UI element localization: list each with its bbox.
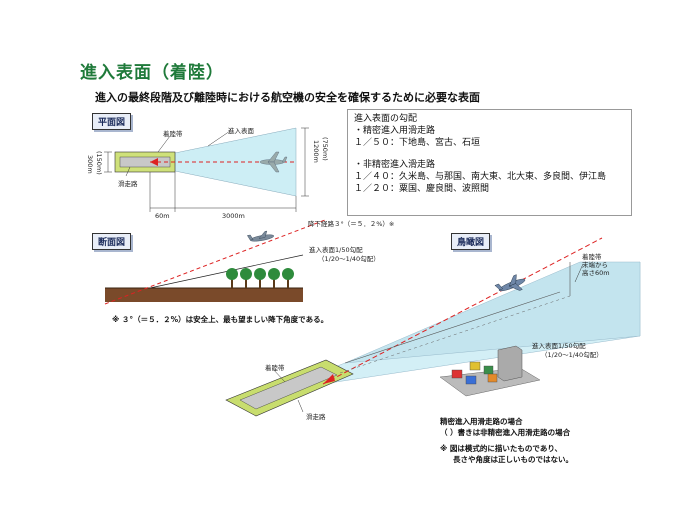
bird-case-line-2: （ ）書きは非精密進入用滑走路の場合 xyxy=(440,428,571,437)
plan-width-left-alt: (150m) xyxy=(95,151,103,175)
gradient-info-box: 進入表面の勾配 ・精密進入用滑走路 １／５０：下地島、宮古、石垣 ・非精密進入滑… xyxy=(347,109,632,216)
info-line-3: １／５０：下地島、宮古、石垣 xyxy=(354,138,481,148)
page-subtitle: 進入の最終段階及び離陸時における航空機の安全を確保するために必要な表面 xyxy=(95,91,480,104)
bird-runway-label: 滑走路 xyxy=(306,413,326,421)
bird-airplane-icon xyxy=(494,274,526,292)
bird-case-line-1: 精密進入用滑走路の場合 xyxy=(440,417,523,426)
bird-gradient-alt: （1/20～1/40勾配） xyxy=(541,351,603,359)
bird-end-label-3: 高さ60m xyxy=(582,269,610,277)
plan-dist-3000: 3000m xyxy=(222,212,245,220)
section-airplane-icon xyxy=(247,230,275,242)
plan-width-right-alt: (750m) xyxy=(321,137,329,161)
plan-runway-label: 滑走路 xyxy=(118,180,138,188)
section-approach-surface-line xyxy=(149,254,304,289)
tag-bird-view: 鳥瞰図 xyxy=(451,233,491,250)
building-icons xyxy=(451,345,523,385)
plan-airplane-icon xyxy=(259,151,288,173)
bird-arrow xyxy=(323,374,335,384)
tree-icons xyxy=(226,268,294,288)
plan-strip-label: 着陸帯 xyxy=(163,130,183,138)
info-line-4: ・非精密進入滑走路 xyxy=(354,160,436,170)
bird-gradient-label: 進入表面1/50勾配 xyxy=(532,342,586,350)
plan-surface-label: 進入表面 xyxy=(228,127,254,135)
info-line-1: 進入表面の勾配 xyxy=(354,114,418,124)
tag-plan-view: 平面図 xyxy=(92,113,132,130)
info-line-2: ・精密進入用滑走路 xyxy=(354,126,436,136)
bird-strip-label: 着陸帯 xyxy=(265,364,285,372)
section-gradient-label: 進入表面1/50勾配 xyxy=(309,246,363,254)
section-gradient-alt: （1/20～1/40勾配） xyxy=(318,255,380,263)
plan-dist-60: 60m xyxy=(155,212,170,220)
page-title: 進入表面（着陸） xyxy=(80,63,224,83)
plan-width-left: 300m xyxy=(86,155,94,174)
section-note: ※ ３°（＝５．２%）は安全上、最も望ましい降下角度である。 xyxy=(112,315,329,324)
section-glide-path xyxy=(104,219,326,305)
plan-arrow xyxy=(150,158,158,166)
bird-end-label-2: 末端から xyxy=(582,261,608,269)
bird-ground-plane xyxy=(92,330,560,500)
plan-runway xyxy=(119,156,171,168)
bird-disclaimer-1: ※ 図は模式的に描いたものであり、 xyxy=(440,444,563,453)
info-line-6: １／２０：粟国、慶良間、波照間 xyxy=(354,184,490,194)
bird-runway xyxy=(239,366,338,410)
plan-width-right: 1200m xyxy=(312,140,320,163)
section-glide-label: 降下経路３°（＝５．２%）※ xyxy=(308,220,395,228)
bird-glide-path xyxy=(322,237,603,385)
section-ground xyxy=(105,288,303,302)
info-line-5: １／４０：久米島、与那国、南大東、北大東、多良間、伊江島 xyxy=(354,172,607,182)
bird-approach-side xyxy=(344,261,641,364)
bird-end-label-1: 着陸帯 xyxy=(582,253,602,261)
bird-disclaimer-2: 長さや角度は正しいものではない。 xyxy=(453,455,573,464)
tag-section-view: 断面図 xyxy=(92,233,132,250)
